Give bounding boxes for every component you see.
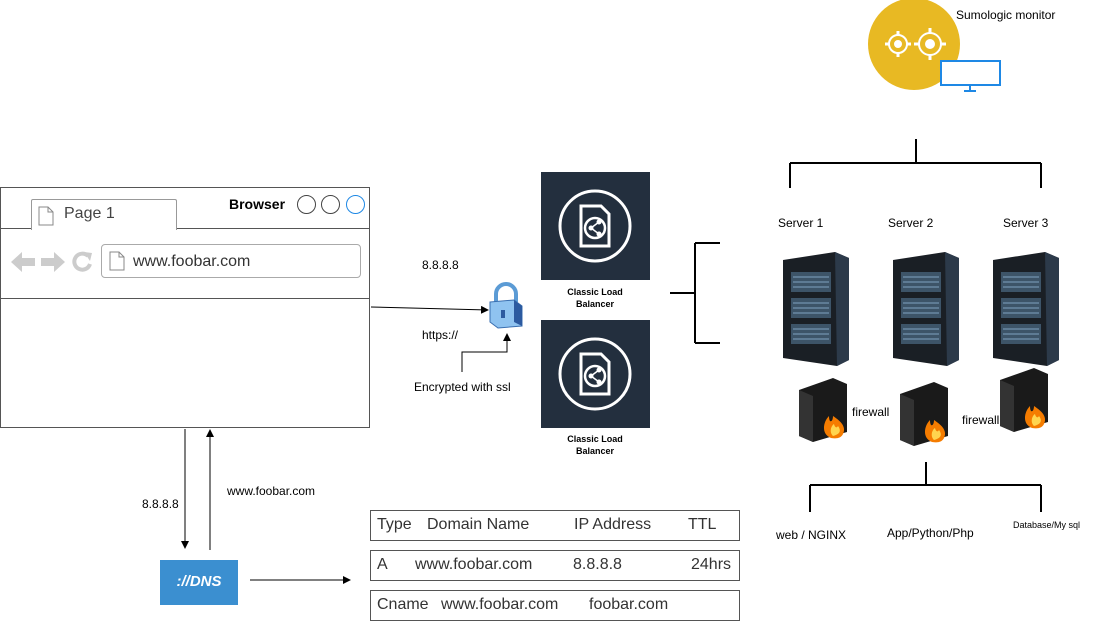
forward-arrow-icon[interactable] [41,251,65,273]
tab-label: Page 1 [64,205,115,222]
encrypted-arrow [461,333,511,372]
server-3-label: Server 3 [1003,216,1049,230]
domain-label-left: www.foobar.com [227,484,316,498]
header-ip: IP Address [574,516,652,533]
firewall-3-icon [1000,368,1048,432]
dns-label: ://DNS [176,573,222,590]
window-button-1[interactable] [297,195,316,214]
server-2-label: Server 2 [888,216,934,230]
dns-icon: ://DNS [160,560,238,605]
firewall-2-icon [900,382,948,446]
header-domain: Domain Name [427,516,530,533]
cname-domain: www.foobar.com [441,596,559,613]
url-text: www.foobar.com [133,253,251,270]
dns-record-header: Type Domain Name IP Address TTL [370,510,740,541]
ssl-lock-icon [489,282,523,329]
browser-window: Page 1 Browser www.foobar.com [0,187,370,428]
cname-type: Cname [377,596,429,613]
database-mysql-label: Database/My sql [1013,520,1081,530]
browser-to-lock-arrow [370,305,489,314]
browser-title: Browser [229,196,286,212]
browser-tab[interactable]: Page 1 [31,199,177,230]
back-arrow-icon[interactable] [11,251,35,273]
url-bar[interactable]: www.foobar.com [101,244,361,278]
dns-record-cname: Cname www.foobar.com foobar.com [370,590,740,621]
server-1-label: Server 1 [778,216,824,230]
load-balancer-icon [558,189,632,263]
load-balancer-icon [558,337,632,411]
refresh-icon[interactable] [71,251,93,273]
firewall-label-2: firewall [962,413,1000,427]
header-ttl: TTL [688,516,717,533]
page-icon [109,251,125,271]
a-ip: 8.8.8.8 [573,556,622,573]
monitor-label: Sumologic monitor [956,8,1056,22]
https-label: https:// [422,328,459,342]
page-icon [38,206,54,226]
window-button-3[interactable] [346,195,365,214]
firewall-1-icon [799,378,847,442]
a-domain: www.foobar.com [415,556,533,573]
firewall-label-1: firewall [852,405,890,419]
monitor-gears-icon [868,0,1001,92]
server-2-icon [893,252,959,366]
a-ttl: 24hrs [691,556,732,573]
server-3-icon [993,252,1059,366]
app-python-php-label: App/Python/Php [887,526,974,540]
web-nginx-label: web / NGINX [776,528,847,542]
header-type: Type [377,516,412,533]
server-1-icon [783,252,849,366]
dns-record-a: A www.foobar.com 8.8.8.8 24hrs [370,550,740,581]
ip-label-top: 8.8.8.8 [422,258,459,272]
load-balancer-2 [541,320,650,428]
encrypted-label: Encrypted with ssl [414,380,511,394]
ip-label-left: 8.8.8.8 [142,497,179,511]
cname-target: foobar.com [589,596,669,613]
window-button-2[interactable] [321,195,340,214]
load-balancer-1 [541,172,650,280]
a-type: A [377,556,388,573]
